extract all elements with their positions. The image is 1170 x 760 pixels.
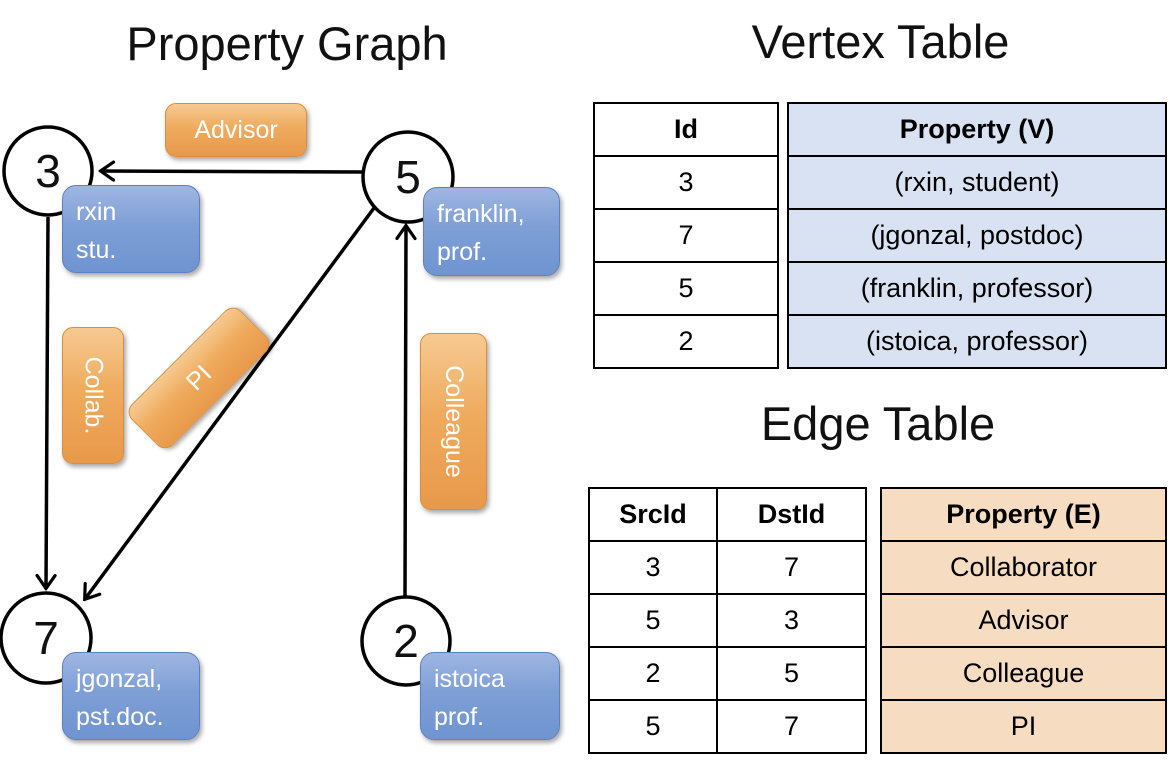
edge-table-dstid-cell: 3 [716, 595, 865, 646]
vertex-table-id-column: Id 3 7 5 2 [593, 102, 779, 369]
edge-table-id-columns: SrcId DstId 3 7 5 3 2 5 5 7 [588, 487, 867, 754]
edge-label-collab-text: Collab. [79, 356, 108, 435]
vertex-label-istoica-line1: istoica [434, 665, 505, 693]
vertex-label-rxin: rxin stu. [62, 185, 200, 273]
edge-label-colleague-text: Colleague [440, 365, 468, 478]
vertex-table-id-cell: 2 [595, 314, 777, 367]
vertex-table-id-header: Id [674, 114, 698, 144]
edge-table-dstid-cell: 7 [716, 701, 865, 752]
edge-table-property-cell: Collaborator [882, 540, 1165, 593]
vertex-id-7: 7 [33, 612, 59, 664]
vertex-label-istoica: istoica prof. [420, 652, 560, 740]
edge-table-id-row: 5 7 [590, 699, 865, 752]
vertex-label-rxin-line1: rxin [76, 198, 117, 226]
vertex-table-property-cell: (istoica, professor) [789, 314, 1165, 367]
edge-2-to-5 [405, 226, 406, 597]
edge-3-to-7 [46, 216, 48, 588]
vertex-label-jgonzal-line1: jgonzal, [76, 665, 163, 693]
vertex-table-id-cell: 3 [595, 155, 777, 208]
edge-table-id-row: 5 3 [590, 593, 865, 646]
edge-table-property-column: Property (E) Collaborator Advisor Collea… [880, 487, 1167, 754]
vertex-table-id-cell: 5 [595, 261, 777, 314]
vertex-table-title: Vertex Table [751, 15, 1010, 68]
property-graph-title: Property Graph [126, 17, 448, 70]
edge-table-id-row: 3 7 [590, 540, 865, 593]
vertex-label-franklin-line2: prof. [437, 237, 488, 266]
vertex-label-rxin-line2: stu. [76, 235, 117, 264]
edge-label-collab: Collab. [62, 327, 124, 464]
edge-table-property-cell: PI [882, 699, 1165, 752]
edge-5-to-7 [85, 206, 376, 599]
edge-table-dstid-cell: 5 [716, 648, 865, 699]
vertex-label-franklin: franklin, prof. [423, 187, 560, 276]
edge-table-property-header: Property (E) [882, 489, 1165, 540]
edge-table-id-row: 2 5 [590, 646, 865, 699]
vertex-table-property-cell: (franklin, professor) [789, 261, 1165, 314]
edge-table-srcid-cell: 2 [645, 658, 661, 688]
vertex-label-franklin-line1: franklin, [437, 200, 525, 228]
vertex-table-property-column: Property (V) (rxin, student) (jgonzal, p… [787, 102, 1167, 369]
vertex-id-3: 3 [35, 145, 61, 197]
vertex-label-jgonzal-line2: pst.doc. [76, 702, 164, 731]
vertex-table-property-cell: (jgonzal, postdoc) [789, 208, 1165, 261]
edge-table-property-cell: Colleague [882, 646, 1165, 699]
edge-table-dstid-cell: 7 [716, 542, 865, 593]
edge-table-srcid-header: SrcId [619, 499, 687, 529]
vertex-label-jgonzal: jgonzal, pst.doc. [62, 652, 200, 740]
edge-table-dstid-header: DstId [716, 489, 865, 540]
edge-table-srcid-cell: 5 [645, 711, 661, 741]
edge-table-id-header-row: SrcId DstId [590, 489, 865, 540]
vertex-label-istoica-line2: prof. [434, 702, 485, 731]
edge-table-srcid-cell: 3 [645, 552, 661, 582]
edge-5-to-3 [101, 171, 363, 172]
vertex-table-property-header: Property (V) [789, 104, 1165, 155]
edge-table-srcid-cell: 5 [645, 605, 661, 635]
edge-label-advisor-text: Advisor [194, 115, 278, 144]
vertex-table-property-cell: (rxin, student) [789, 155, 1165, 208]
vertex-id-5: 5 [395, 151, 421, 203]
edge-table-property-cell: Advisor [882, 593, 1165, 646]
edge-label-advisor: Advisor [165, 103, 307, 157]
edge-label-colleague: Colleague [420, 333, 487, 510]
vertex-table-id-cell: 7 [595, 208, 777, 261]
vertex-id-2: 2 [393, 615, 419, 667]
edge-label-pi-text: PI [180, 359, 217, 396]
edge-table-title: Edge Table [760, 397, 996, 450]
